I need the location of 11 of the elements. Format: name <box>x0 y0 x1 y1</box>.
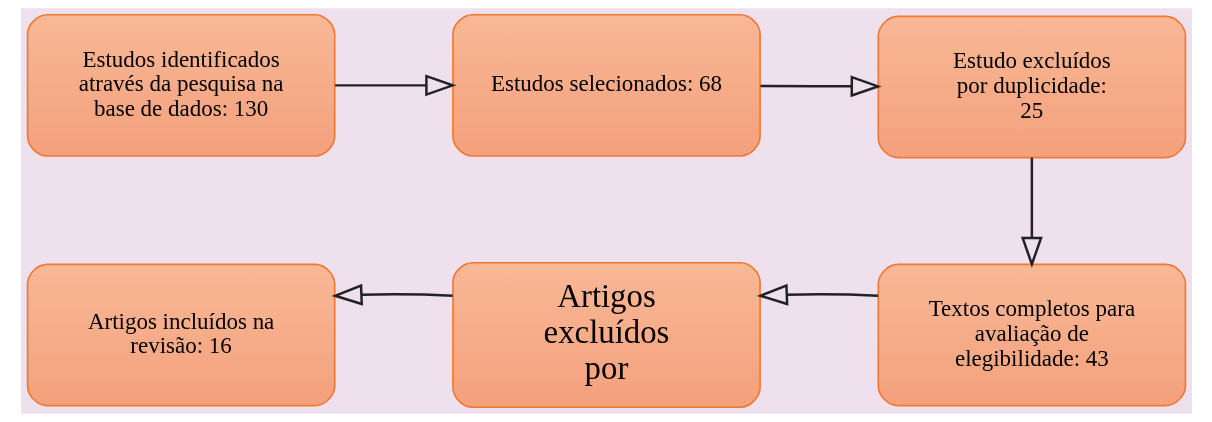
arrow <box>334 74 456 97</box>
node-box: Textos completos para avaliação de elegibilidade: 43 <box>877 263 1186 407</box>
node-box: Estudos identificados através da pesquisa na base de dados: 130 <box>26 13 335 157</box>
arrow <box>760 75 882 98</box>
arrow <box>330 283 453 306</box>
node-box: Estudos selecionados: 68 <box>451 13 761 157</box>
node-box: Artigos incluídos na revisão: 16 <box>26 263 335 407</box>
arrow <box>756 283 878 306</box>
arrow <box>1020 157 1043 268</box>
node-box: Estudo excluídos por duplicidade: 25 <box>877 15 1186 159</box>
node-box: Artigos excluídos por <box>451 261 761 409</box>
